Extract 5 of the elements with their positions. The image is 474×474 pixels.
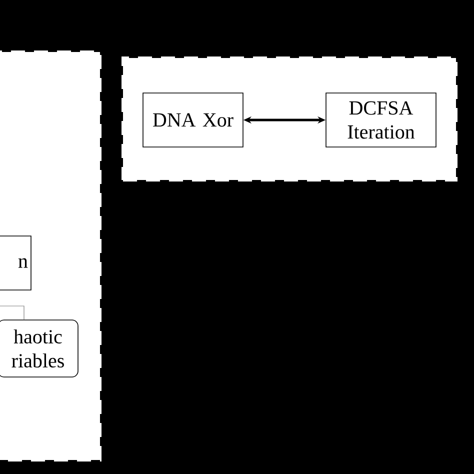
process-box: n	[0, 236, 32, 290]
process-box: DNA Xor	[142, 92, 244, 148]
process-box: DCFSA Iteration	[326, 92, 436, 148]
process-box: haotic riables	[0, 320, 78, 378]
connector	[0, 306, 24, 320]
